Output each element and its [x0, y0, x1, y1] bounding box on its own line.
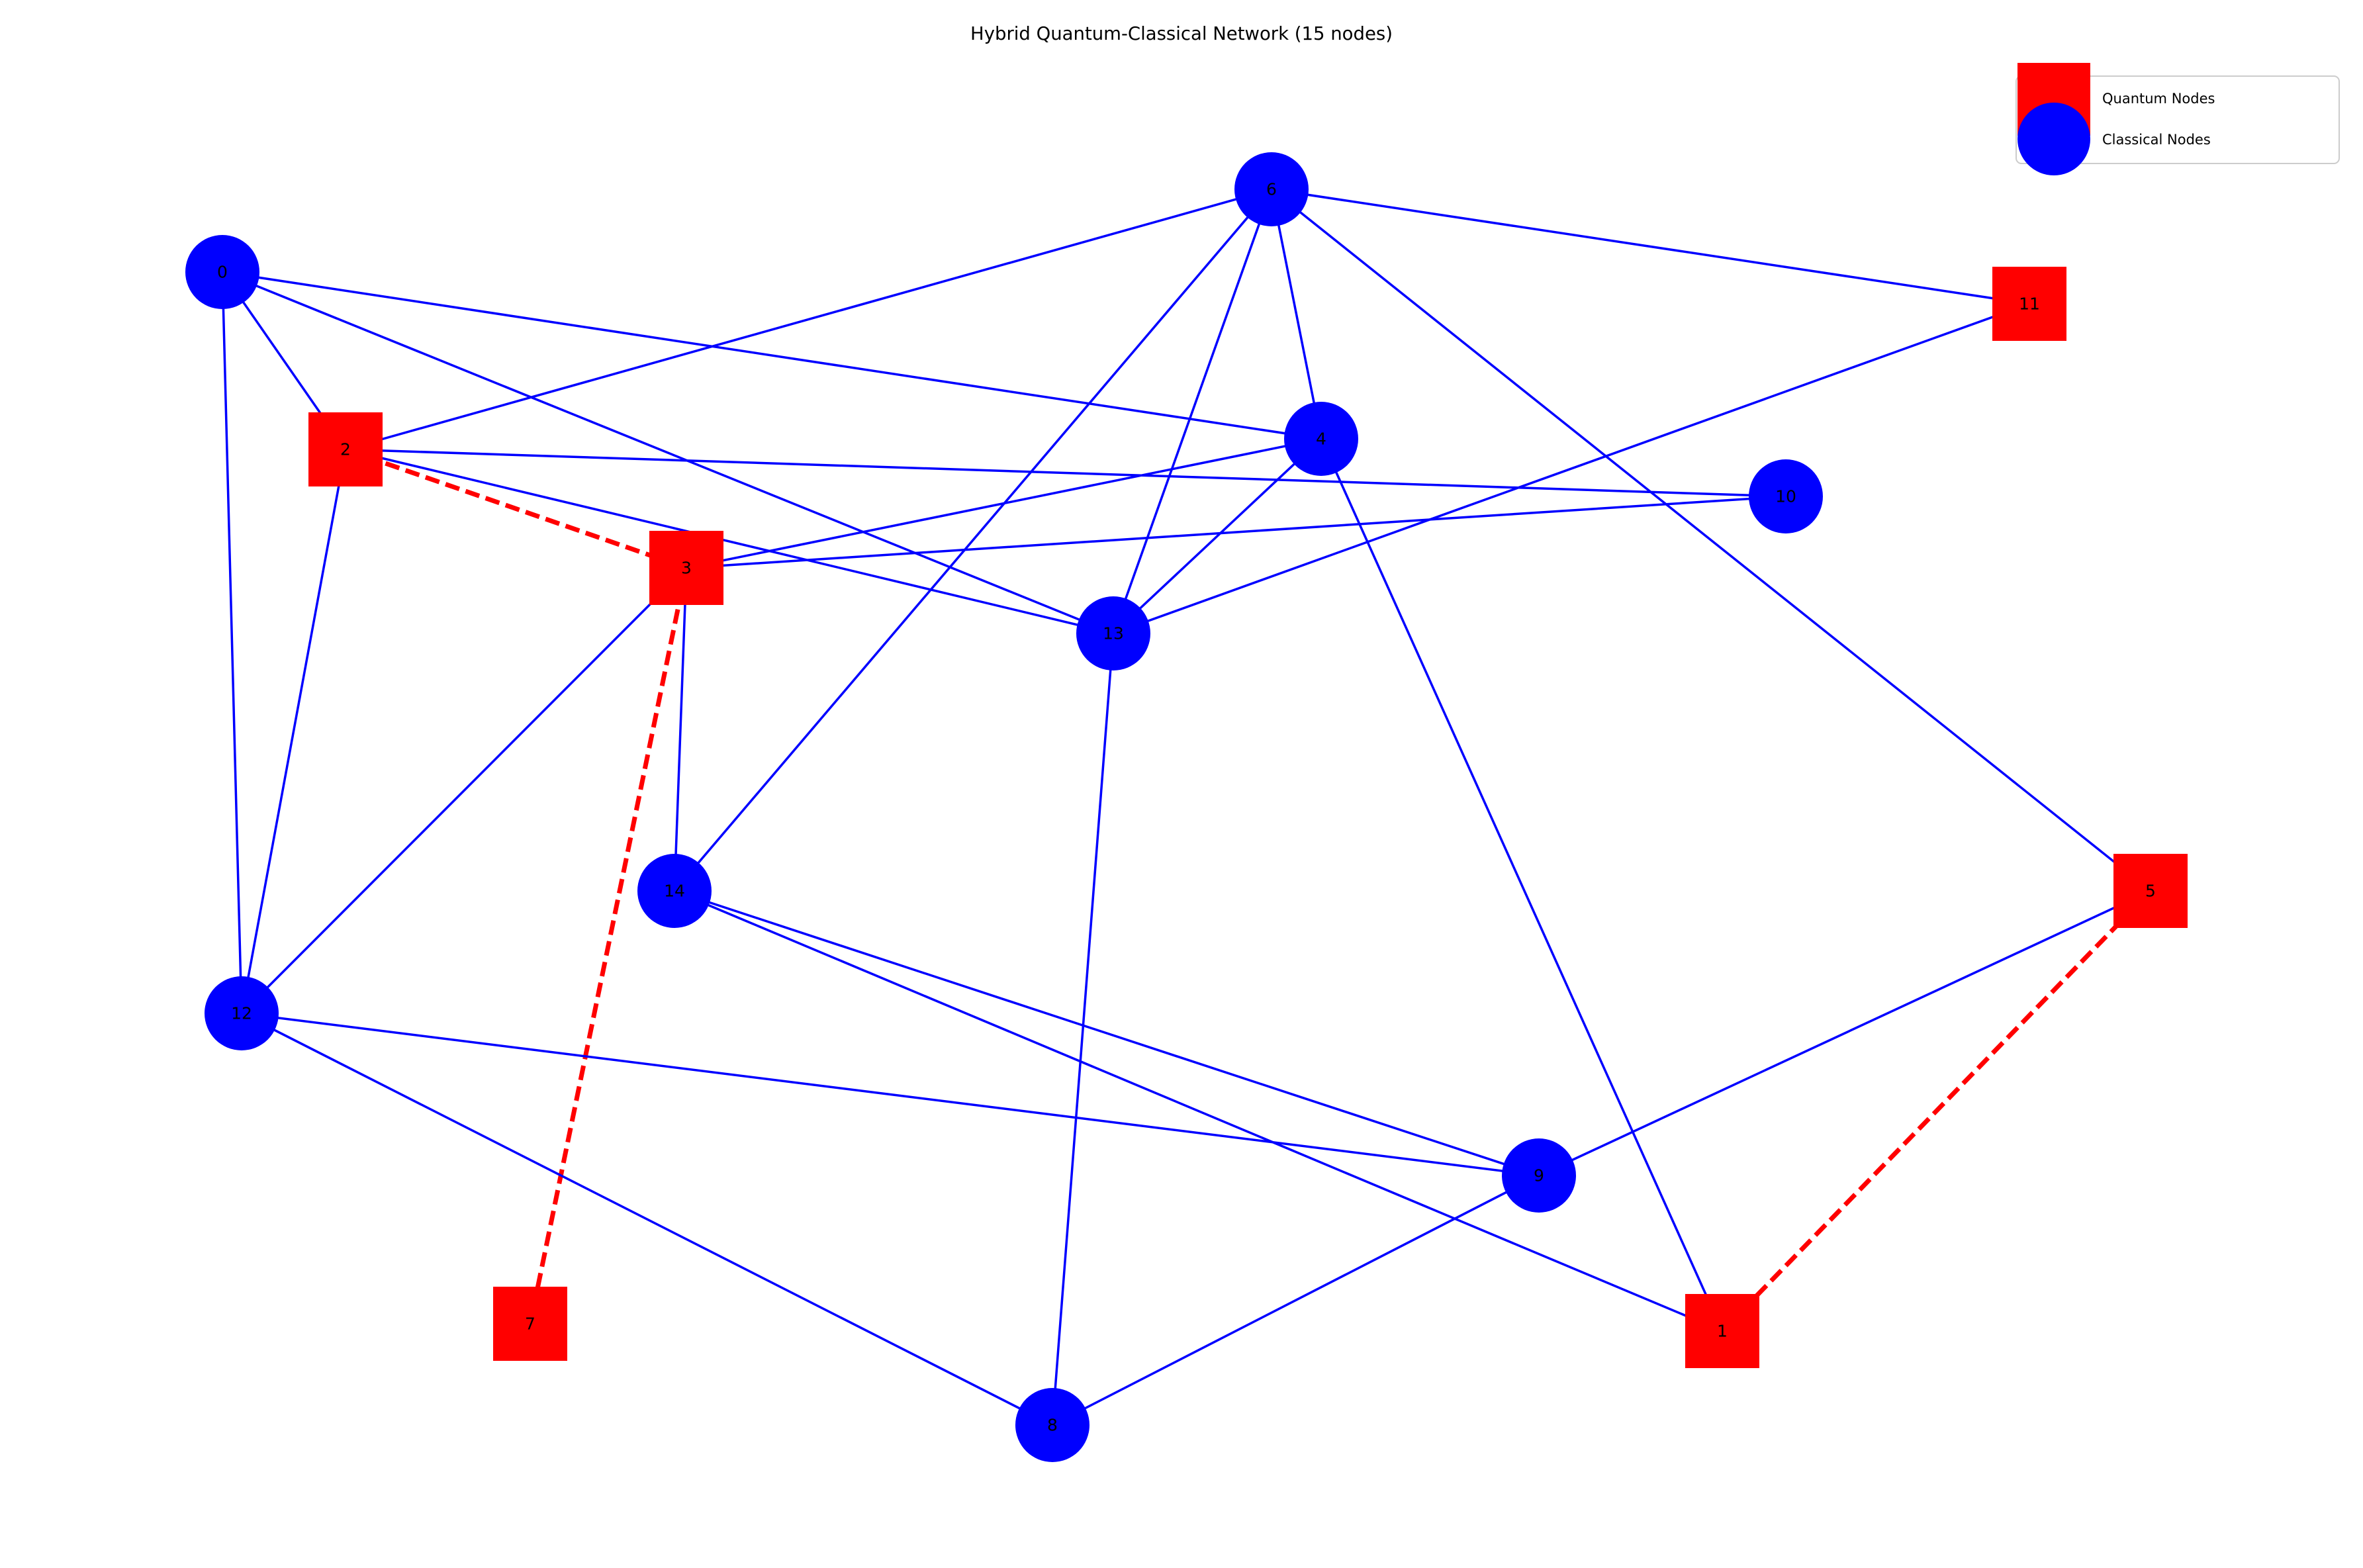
- quantum-node-2[interactable]: 2: [308, 412, 383, 486]
- classical-node-circle: [1749, 459, 1823, 533]
- classical-node-circle: [637, 854, 712, 928]
- classical-node-circle: [1076, 596, 1150, 670]
- classical-edge-6-4: [1270, 189, 1322, 439]
- node-label: 6: [1266, 180, 1277, 199]
- quantum-node-square: [1685, 1294, 1759, 1368]
- classical-edge-6-14: [673, 188, 1273, 892]
- classical-edge-2-12: [240, 449, 347, 1014]
- quantum-node-3[interactable]: 3: [649, 531, 723, 605]
- classical-edge-2-6: [345, 188, 1272, 451]
- classical-edge-2-10: [345, 448, 1786, 498]
- classical-node-8[interactable]: 8: [1015, 1388, 1089, 1462]
- classical-edge-6-5: [1270, 188, 2152, 892]
- node-label: 12: [231, 1004, 252, 1023]
- legend-quantum-label: Quantum Nodes: [2102, 91, 2215, 107]
- node-label: 2: [340, 440, 351, 459]
- classical-node-circle: [185, 235, 259, 309]
- quantum-node-square: [308, 412, 383, 486]
- quantum-edge-3-7: [528, 567, 689, 1324]
- quantum-node-square: [493, 1287, 567, 1361]
- classical-node-14[interactable]: 14: [637, 854, 712, 928]
- classical-edge-6-13: [1112, 189, 1273, 634]
- quantum-edge-2-3: [344, 447, 688, 571]
- node-label: 10: [1775, 487, 1796, 506]
- legend: Quantum Nodes Classical Nodes: [2016, 63, 2340, 175]
- node-label: 4: [1316, 430, 1326, 449]
- quantum-node-5[interactable]: 5: [2113, 854, 2188, 928]
- classical-edge-4-13: [1112, 438, 1322, 635]
- quantum-node-square: [649, 531, 723, 605]
- node-label: 7: [525, 1314, 535, 1334]
- legend-classical-marker: [2017, 103, 2090, 175]
- quantum-edge-5-1: [1720, 889, 2153, 1333]
- classical-edge-2-13: [345, 448, 1114, 635]
- quantum-node-1[interactable]: 1: [1685, 1294, 1759, 1368]
- node-label: 11: [2019, 295, 2040, 314]
- classical-node-9[interactable]: 9: [1502, 1138, 1576, 1213]
- classical-edge-3-12: [240, 567, 688, 1015]
- classical-node-circle: [1015, 1388, 1089, 1462]
- classical-edge-11-13: [1113, 302, 2030, 635]
- node-label: 8: [1047, 1416, 1058, 1435]
- quantum-node-square: [1992, 267, 2066, 341]
- classical-node-10[interactable]: 10: [1749, 459, 1823, 533]
- classical-node-4[interactable]: 4: [1284, 402, 1358, 476]
- node-label: 3: [681, 559, 692, 578]
- node-label: 1: [1717, 1322, 1728, 1341]
- classical-edge-6-11: [1271, 188, 2030, 305]
- node-label: 5: [2145, 882, 2156, 901]
- classical-edge-14-1: [674, 890, 1723, 1332]
- quantum-node-square: [2113, 854, 2188, 928]
- classical-node-circle: [1234, 152, 1309, 226]
- node-label: 14: [664, 882, 685, 901]
- classical-edge-3-14: [673, 567, 688, 892]
- classical-node-0[interactable]: 0: [185, 235, 259, 309]
- node-label: 9: [1534, 1166, 1544, 1185]
- classical-edge-14-9: [674, 890, 1540, 1177]
- classical-edge-13-8: [1051, 633, 1115, 1426]
- edges-layer: [221, 188, 2153, 1426]
- classical-edge-12-9: [241, 1012, 1540, 1177]
- classical-edge-12-8: [241, 1012, 1053, 1426]
- legend-classical-label: Classical Nodes: [2102, 132, 2211, 148]
- classical-edge-9-5: [1538, 890, 2151, 1177]
- classical-node-6[interactable]: 6: [1234, 152, 1309, 226]
- classical-edge-0-13: [222, 271, 1114, 635]
- classical-node-13[interactable]: 13: [1076, 596, 1150, 670]
- classical-edge-4-1: [1320, 438, 1724, 1332]
- legend-frame: [2016, 75, 2340, 164]
- quantum-node-11[interactable]: 11: [1992, 267, 2066, 341]
- node-label: 0: [217, 263, 228, 282]
- node-label: 13: [1103, 624, 1124, 643]
- classical-edge-0-4: [222, 271, 1322, 440]
- classical-node-circle: [1502, 1138, 1576, 1213]
- classical-edge-9-8: [1052, 1174, 1540, 1426]
- classical-edge-3-10: [686, 495, 1786, 569]
- classical-node-12[interactable]: 12: [205, 976, 279, 1050]
- classical-node-circle: [205, 976, 279, 1050]
- quantum-node-7[interactable]: 7: [493, 1287, 567, 1361]
- classical-node-circle: [1284, 402, 1358, 476]
- classical-edge-0-12: [221, 271, 243, 1014]
- chart-title: Hybrid Quantum-Classical Network (15 nod…: [970, 23, 1393, 44]
